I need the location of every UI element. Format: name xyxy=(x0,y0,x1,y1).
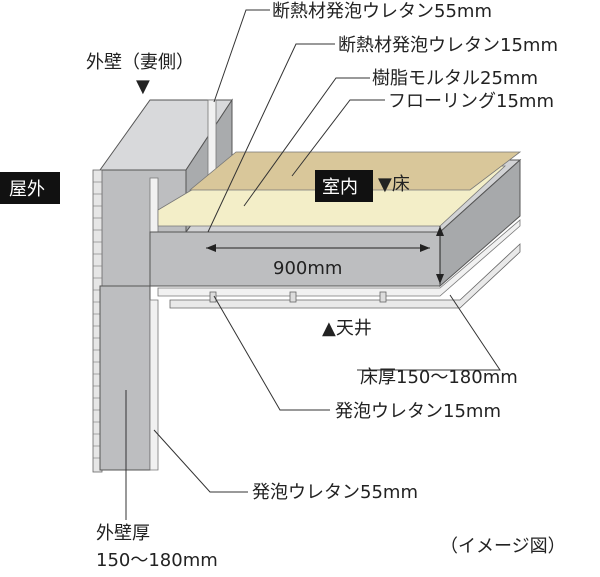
outdoor-badge xyxy=(0,172,60,204)
label-image-note: （イメージ図） xyxy=(440,536,566,557)
thickness-arrow-top xyxy=(436,226,444,236)
wall-insulation-lower xyxy=(149,299,159,471)
leader-flooring xyxy=(291,99,385,177)
leader-insulation-15-top xyxy=(207,43,335,233)
joist xyxy=(289,291,297,303)
label-wall-thickness-2: 150～180mm xyxy=(96,550,218,571)
leader-insulation-55-top xyxy=(213,9,270,103)
indoor-badge xyxy=(315,170,373,202)
wall-insulation-top xyxy=(207,99,217,177)
label-insulation-15-top: 断熱材発泡ウレタン15mm xyxy=(338,35,558,56)
joist xyxy=(379,291,387,303)
ceiling-foam xyxy=(157,219,521,297)
span-dimension xyxy=(206,244,430,252)
gable-marker-icon: ▼ xyxy=(136,76,150,97)
label-span: 900mm xyxy=(273,258,342,279)
wall-lower xyxy=(99,285,151,471)
ceiling-board xyxy=(169,243,521,309)
leader-resin-mortar xyxy=(243,77,370,207)
thickness-dimension xyxy=(436,226,444,284)
thickness-arrow-bottom xyxy=(436,274,444,284)
joist xyxy=(209,291,217,303)
label-floor-thickness: 床厚150～180mm xyxy=(360,367,518,388)
label-indoor: 室内 xyxy=(322,177,358,198)
label-wall-thickness-1: 外壁厚 xyxy=(96,523,150,544)
label-flooring: フローリング15mm xyxy=(388,91,554,112)
ceiling-joists xyxy=(209,291,387,303)
label-ceiling: ▲天井 xyxy=(322,318,372,339)
leader-foam-15 xyxy=(213,295,330,411)
ceiling-insulation xyxy=(157,219,521,309)
span-arrow-right xyxy=(420,244,430,252)
label-foam-55: 発泡ウレタン55mm xyxy=(252,482,418,503)
leader-floor-thickness xyxy=(357,294,501,371)
label-insulation-55-top: 断熱材発泡ウレタン55mm xyxy=(272,1,492,22)
label-foam-15: 発泡ウレタン15mm xyxy=(335,401,501,422)
label-resin-mortar: 樹脂モルタル25mm xyxy=(372,68,538,89)
label-floor: ▼床 xyxy=(378,174,410,195)
label-outdoor: 屋外 xyxy=(9,179,45,200)
wall-insulation-upper xyxy=(149,177,159,233)
label-exterior-wall-gable: 外壁（妻側） xyxy=(86,52,194,73)
span-arrow-left xyxy=(206,244,216,252)
leader-foam-55 xyxy=(153,429,248,493)
leader-lines xyxy=(125,9,501,520)
